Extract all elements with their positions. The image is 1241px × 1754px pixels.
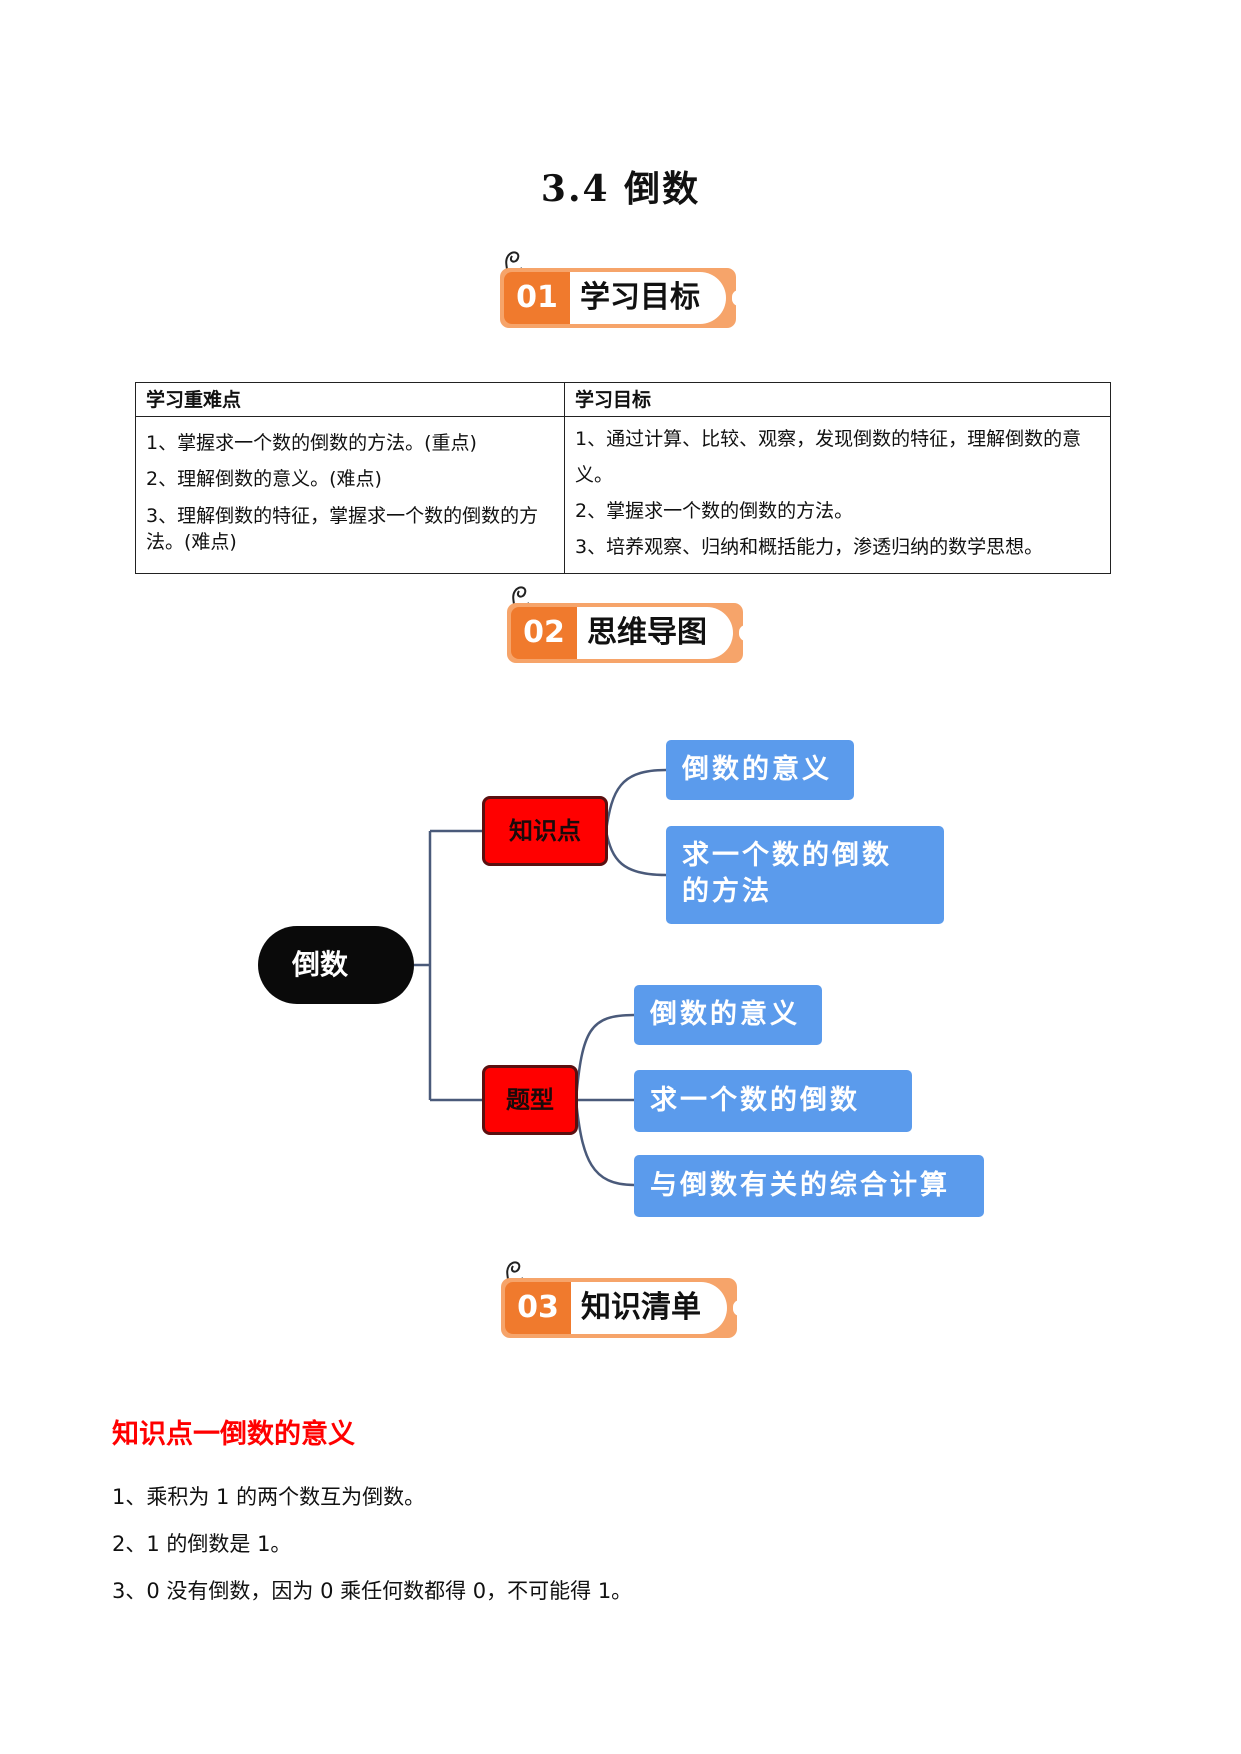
- mind-map-leaf: 倒数的意义: [666, 740, 854, 800]
- mind-map-leaf: 与倒数有关的综合计算: [634, 1155, 984, 1217]
- list-item: 2、掌握求一个数的倒数的方法。: [575, 500, 854, 522]
- mind-map-root: 倒数: [258, 926, 414, 1004]
- table-header-difficulties: 学习重难点: [135, 382, 565, 417]
- page-title: 3.4 倒数: [540, 168, 701, 210]
- section-label: 学习目标: [570, 272, 726, 324]
- section-badge-mindmap: 02 思维导图: [507, 586, 753, 667]
- list-item: 1、乘积为 1 的两个数互为倒数。: [112, 1485, 426, 1509]
- section-badge-goals: 01 学习目标: [500, 251, 746, 332]
- section-badge-knowledge: 03 知识清单: [501, 1261, 747, 1342]
- list-item: 1、掌握求一个数的倒数的方法。(重点): [146, 432, 477, 454]
- knowledge-heading: 知识点一倒数的意义: [112, 1419, 355, 1450]
- list-item: 1、通过计算、比较、观察，发现倒数的特征，理解倒数的意义。: [575, 428, 1082, 486]
- list-item: 3、0 没有倒数，因为 0 乘任何数都得 0，不可能得 1。: [112, 1579, 633, 1603]
- table-cell-difficulties: 1、掌握求一个数的倒数的方法。(重点) 2、理解倒数的意义。(难点) 3、理解倒…: [135, 416, 565, 574]
- list-item: 2、理解倒数的意义。(难点): [146, 468, 382, 490]
- table-header-goals: 学习目标: [564, 382, 1111, 417]
- mind-map: 倒数 知识点 题型 倒数的意义 求一个数的倒数的方法 倒数的意义 求一个数的倒数…: [250, 730, 1000, 1220]
- list-item: 3、培养观察、归纳和概括能力，渗透归纳的数学思想。: [575, 536, 1044, 558]
- list-item: 3、理解倒数的特征，掌握求一个数的倒数的方法。(难点): [146, 505, 539, 553]
- mind-map-leaf: 求一个数的倒数: [634, 1070, 912, 1132]
- mind-map-branch-types: 题型: [482, 1065, 578, 1135]
- section-number: 02: [511, 607, 577, 659]
- section-number: 01: [504, 272, 570, 324]
- knowledge-list: 1、乘积为 1 的两个数互为倒数。 2、1 的倒数是 1。 3、0 没有倒数，因…: [112, 1474, 632, 1615]
- list-item: 2、1 的倒数是 1。: [112, 1532, 292, 1556]
- section-label: 思维导图: [577, 607, 733, 659]
- goals-table: 学习重难点 学习目标 1、掌握求一个数的倒数的方法。(重点) 2、理解倒数的意义…: [135, 382, 1111, 574]
- mind-map-leaf: 倒数的意义: [634, 985, 822, 1045]
- section-label: 知识清单: [571, 1282, 727, 1334]
- mind-map-connectors: [414, 768, 667, 1187]
- table-cell-goals: 1、通过计算、比较、观察，发现倒数的特征，理解倒数的意义。 2、掌握求一个数的倒…: [564, 416, 1111, 574]
- mind-map-branch-knowledge: 知识点: [482, 796, 608, 866]
- section-number: 03: [505, 1282, 571, 1334]
- mind-map-leaf: 求一个数的倒数的方法: [666, 826, 944, 924]
